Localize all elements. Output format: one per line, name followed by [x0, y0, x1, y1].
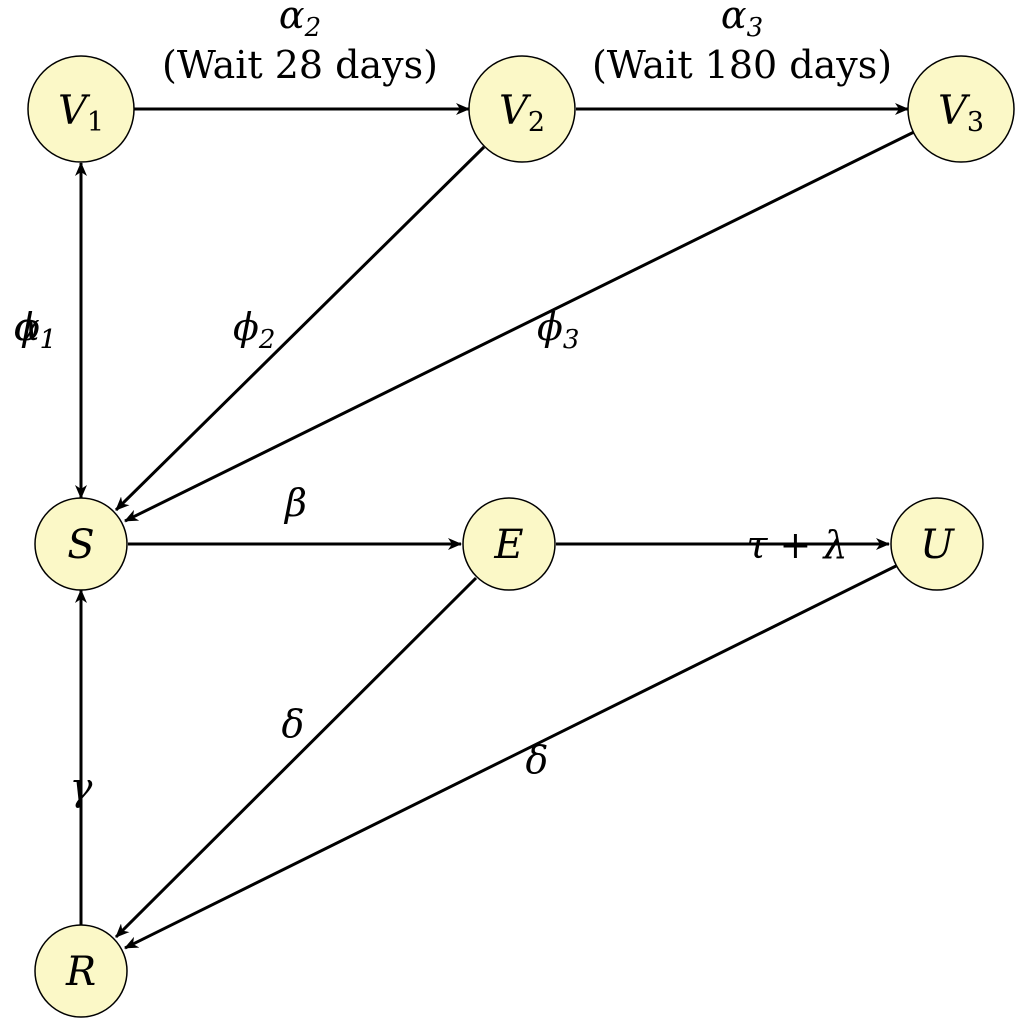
label-v2-s: ϕ2	[233, 305, 275, 355]
label-s-e: β	[283, 481, 307, 525]
edge-v3-to-s	[124, 130, 915, 523]
edge-e-to-r	[114, 576, 478, 939]
node-v1: V1	[27, 55, 135, 163]
rate-label: δ	[526, 738, 549, 782]
node-r: R	[34, 924, 128, 1018]
node-circle	[468, 55, 576, 163]
label-v2-v3: α3 (Wait 180 days)	[592, 0, 892, 87]
rate-label: γ	[70, 765, 93, 809]
node-label: U	[920, 522, 955, 568]
node-label: S	[67, 522, 94, 568]
node-label: V1	[58, 88, 104, 138]
wait-note: (Wait 28 days)	[162, 43, 438, 87]
node-circle	[34, 924, 128, 1018]
wait-note: (Wait 180 days)	[592, 43, 892, 87]
label-v3-s: ϕ3	[537, 305, 579, 355]
rate-label: α1	[14, 305, 56, 355]
rate-label: τ + λ	[746, 523, 847, 567]
node-v3: V3	[907, 55, 1015, 163]
arrow-v2-s	[114, 145, 486, 512]
label-e-u: τ + λ	[746, 523, 847, 567]
label-r-s: γ	[70, 765, 93, 809]
node-s: S	[34, 497, 128, 591]
node-circle	[34, 497, 128, 591]
rate-label: β	[283, 481, 307, 525]
node-circle	[27, 55, 135, 163]
rate-label: α2	[279, 0, 321, 43]
node-circle	[462, 497, 556, 591]
rate-label: δ	[282, 702, 305, 746]
label-e-r: δ	[282, 702, 305, 746]
rate-label: ϕ2	[233, 305, 275, 355]
node-u: U	[890, 497, 984, 591]
node-circle	[907, 55, 1015, 163]
node-e: E	[462, 497, 556, 591]
node-circle	[890, 497, 984, 591]
label-s-v1: α1	[14, 305, 56, 355]
arrow-e-r	[114, 576, 478, 939]
label-u-r: δ	[526, 738, 549, 782]
label-v1-v2: α2 (Wait 28 days)	[162, 0, 438, 87]
node-label: R	[65, 949, 96, 995]
edge-u-to-r	[124, 564, 897, 950]
rate-label: α3	[721, 0, 763, 43]
edge-v2-to-s	[114, 145, 486, 512]
arrow-v3-s	[124, 130, 915, 523]
node-label: E	[493, 522, 523, 568]
label-v1-s: ϕ1	[14, 305, 56, 355]
node-v2: V2	[468, 55, 576, 163]
rate-label: ϕ3	[537, 305, 579, 355]
arrow-u-r	[124, 564, 897, 950]
rate-label: ϕ1	[14, 305, 56, 355]
node-label: V2	[499, 88, 545, 138]
node-label: V3	[938, 88, 984, 138]
